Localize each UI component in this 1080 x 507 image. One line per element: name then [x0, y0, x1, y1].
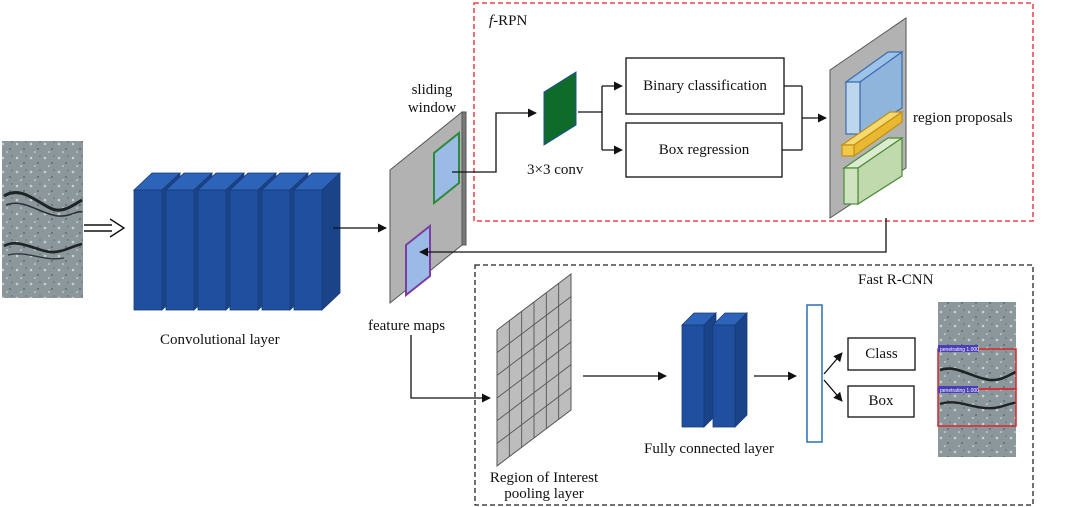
frpn-title-italic: f [489, 13, 494, 29]
input-double-arrow [84, 218, 126, 238]
detection-tag-2: penetrating 1.000 [940, 388, 979, 394]
convolutional-layer-label: Convolutional layer [160, 332, 280, 348]
sliding-window-green [433, 130, 460, 206]
box-box [847, 385, 915, 418]
input-crack-image [2, 141, 83, 298]
conv-slab-6 [292, 172, 342, 311]
roi-pooling-label: Region of Interest pooling layer [478, 470, 610, 502]
convolutional-layer-stack [132, 172, 342, 311]
feature-maps-label: feature maps [368, 318, 446, 334]
region-proposals-label: region proposals [913, 110, 1013, 126]
fast-rcnn-region-border [474, 264, 1034, 506]
fc-slab-2 [712, 312, 748, 428]
proposal-yellow [840, 110, 904, 158]
fc-slab-1 [681, 312, 717, 428]
class-box [847, 337, 916, 371]
conv-3x3-block [543, 71, 577, 146]
roi-pooling-label-line1: Region of Interest [489, 470, 599, 486]
arrows-conv-to-heads [578, 81, 623, 155]
roi-pooling-grid [496, 272, 572, 468]
box-regression-label: Box regression [658, 141, 750, 158]
sliding-window-label: sliding window [407, 82, 457, 116]
box-label: Box [868, 393, 894, 409]
output-vector [806, 304, 823, 443]
arrow-proposals-to-feature-maps [419, 218, 887, 257]
sliding-window-purple [405, 223, 431, 298]
arrow-window-to-conv [452, 108, 537, 173]
frpn-title: f-RPN [489, 13, 527, 30]
fully-connected-blocks [681, 312, 748, 428]
detection-tag-1: penetrating 1.000 [940, 347, 979, 353]
fully-connected-label: Fully connected layer [644, 441, 774, 457]
fast-rcnn-title: Fast R-CNN [858, 272, 934, 288]
proposal-green [842, 136, 904, 206]
detection-result-image: penetrating 1.000 penetrating 1.000 [937, 302, 1017, 457]
arrow-feature-maps-to-roi [410, 335, 491, 403]
arrows-heads-to-proposals [782, 85, 827, 151]
roi-pooling-label-line2: pooling layer [504, 486, 584, 502]
binary-classification-label: Binary classification [643, 77, 767, 94]
conv-3x3-label: 3×3 conv [527, 162, 584, 178]
arrow-vector-to-class [823, 352, 843, 375]
class-label: Class [865, 345, 898, 362]
frpn-title-suffix: -RPN [493, 13, 528, 29]
arrow-vector-to-box [823, 379, 843, 402]
frpn-region-border [473, 2, 1034, 222]
